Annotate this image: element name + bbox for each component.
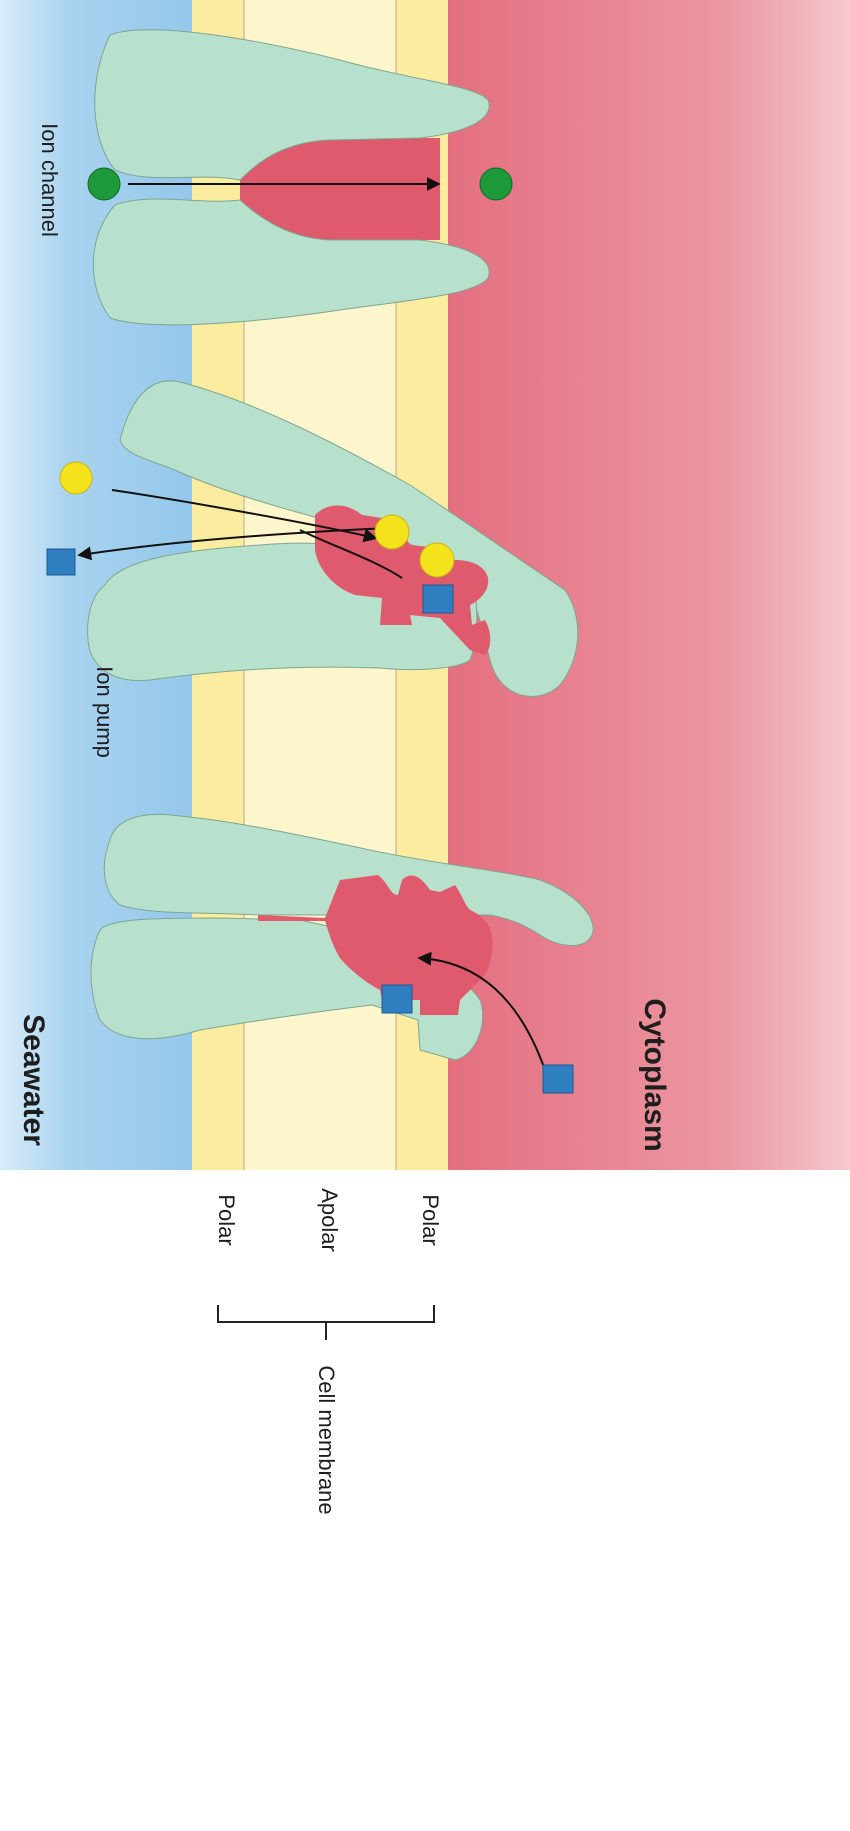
yellow-ion bbox=[375, 515, 409, 549]
cytoplasm-label: Cytoplasm bbox=[638, 998, 671, 1151]
blue-ion bbox=[543, 1065, 573, 1093]
yellow-ion bbox=[60, 462, 92, 494]
membrane-layer-apolar: Apolar bbox=[317, 1188, 342, 1252]
ion-channel-label: Ion channel bbox=[37, 123, 62, 237]
green-ion bbox=[480, 168, 512, 200]
green-ion bbox=[88, 168, 120, 200]
membrane-layer-polar-inner: Polar bbox=[418, 1194, 443, 1245]
ion-pump-label: Ion pump bbox=[92, 666, 117, 758]
cell-membrane-label: Cell membrane bbox=[314, 1365, 339, 1514]
yellow-ion bbox=[420, 543, 454, 577]
membrane-bracket bbox=[218, 1305, 434, 1340]
blue-ion bbox=[423, 585, 453, 613]
blue-ion bbox=[47, 549, 75, 575]
seawater-label: Seawater bbox=[17, 1014, 50, 1146]
blue-ion bbox=[382, 985, 412, 1013]
membrane-layer-polar-outer: Polar bbox=[214, 1194, 239, 1245]
